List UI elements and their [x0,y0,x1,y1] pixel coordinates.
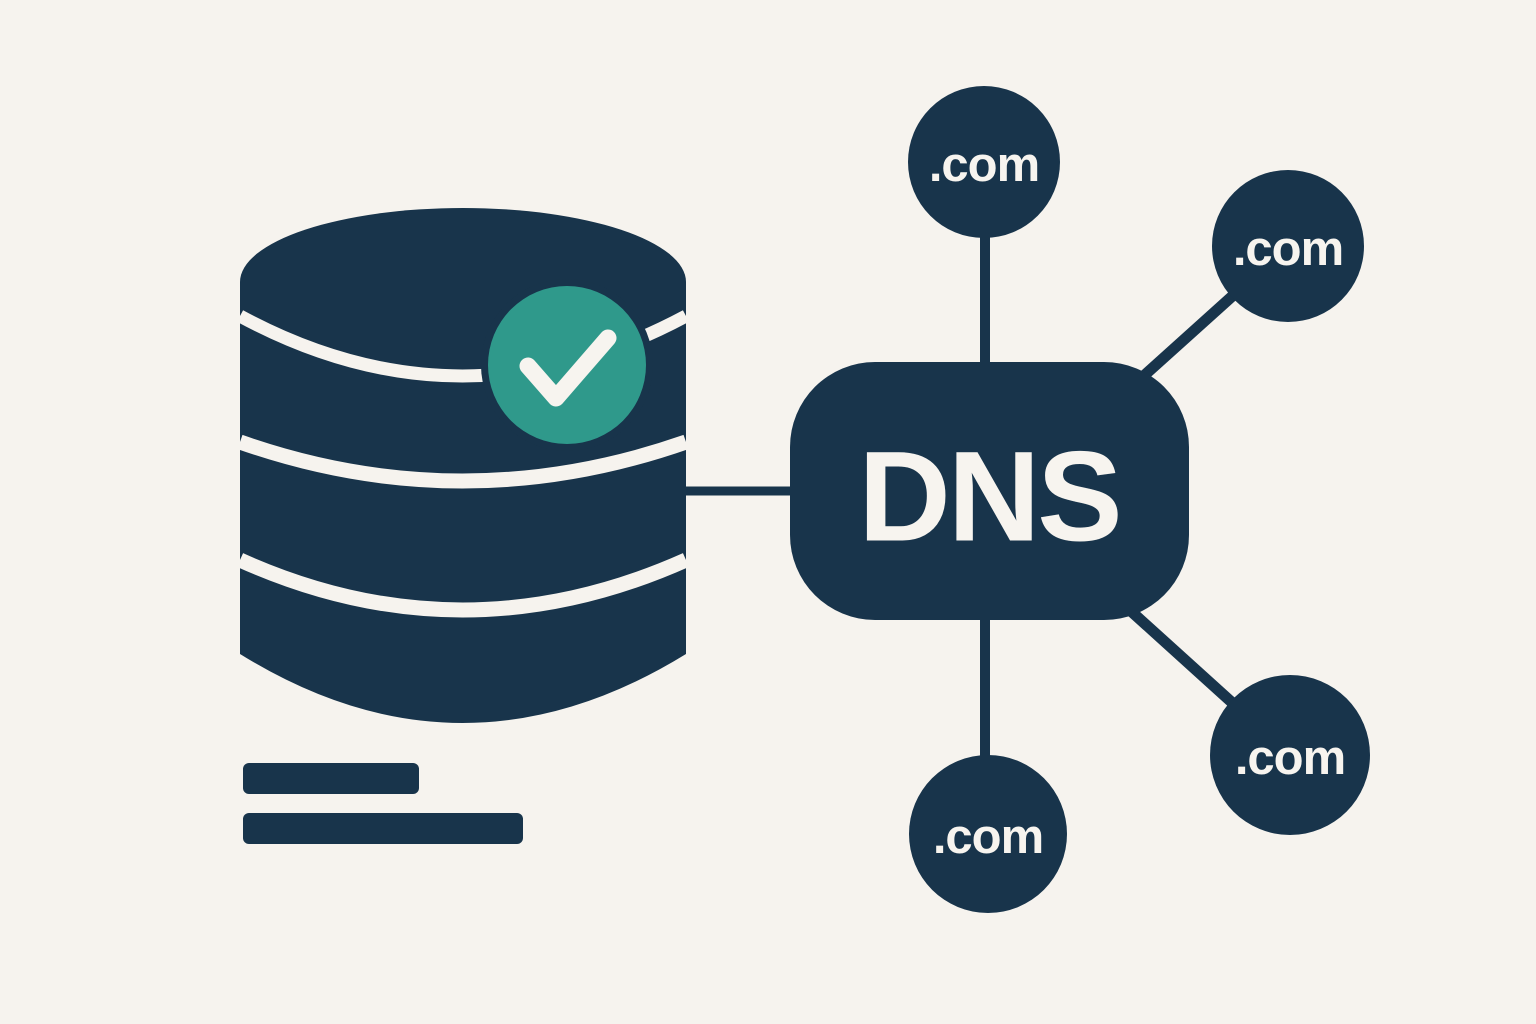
database-stripe-2 [237,434,689,489]
domain-circle-top [908,86,1060,238]
domain-label-bottom: .com [933,810,1043,864]
domain-node-bottom: .com [909,755,1067,913]
dns-label: DNS [858,426,1119,569]
database-cylinder-icon [236,208,690,723]
domain-node-top: .com [908,86,1060,238]
domain-node-top-right: .com [1212,170,1364,322]
domain-circle-top-right [1212,170,1364,322]
domain-circle-bottom-right [1210,675,1370,835]
domain-label-top: .com [929,138,1039,192]
checkmark-icon [519,329,617,407]
dns-node: DNS [790,362,1189,620]
placeholder-bars [243,763,523,844]
domain-label-top-right: .com [1233,222,1343,276]
placeholder-bar-long [243,813,523,844]
domain-label-bottom-right: .com [1235,731,1345,785]
database-stripe-3 [236,553,690,618]
dns-box [790,362,1189,620]
domain-node-bottom-right: .com [1210,675,1370,835]
check-badge [488,286,646,444]
placeholder-bar-short [243,763,419,794]
domain-circle-bottom [909,755,1067,913]
